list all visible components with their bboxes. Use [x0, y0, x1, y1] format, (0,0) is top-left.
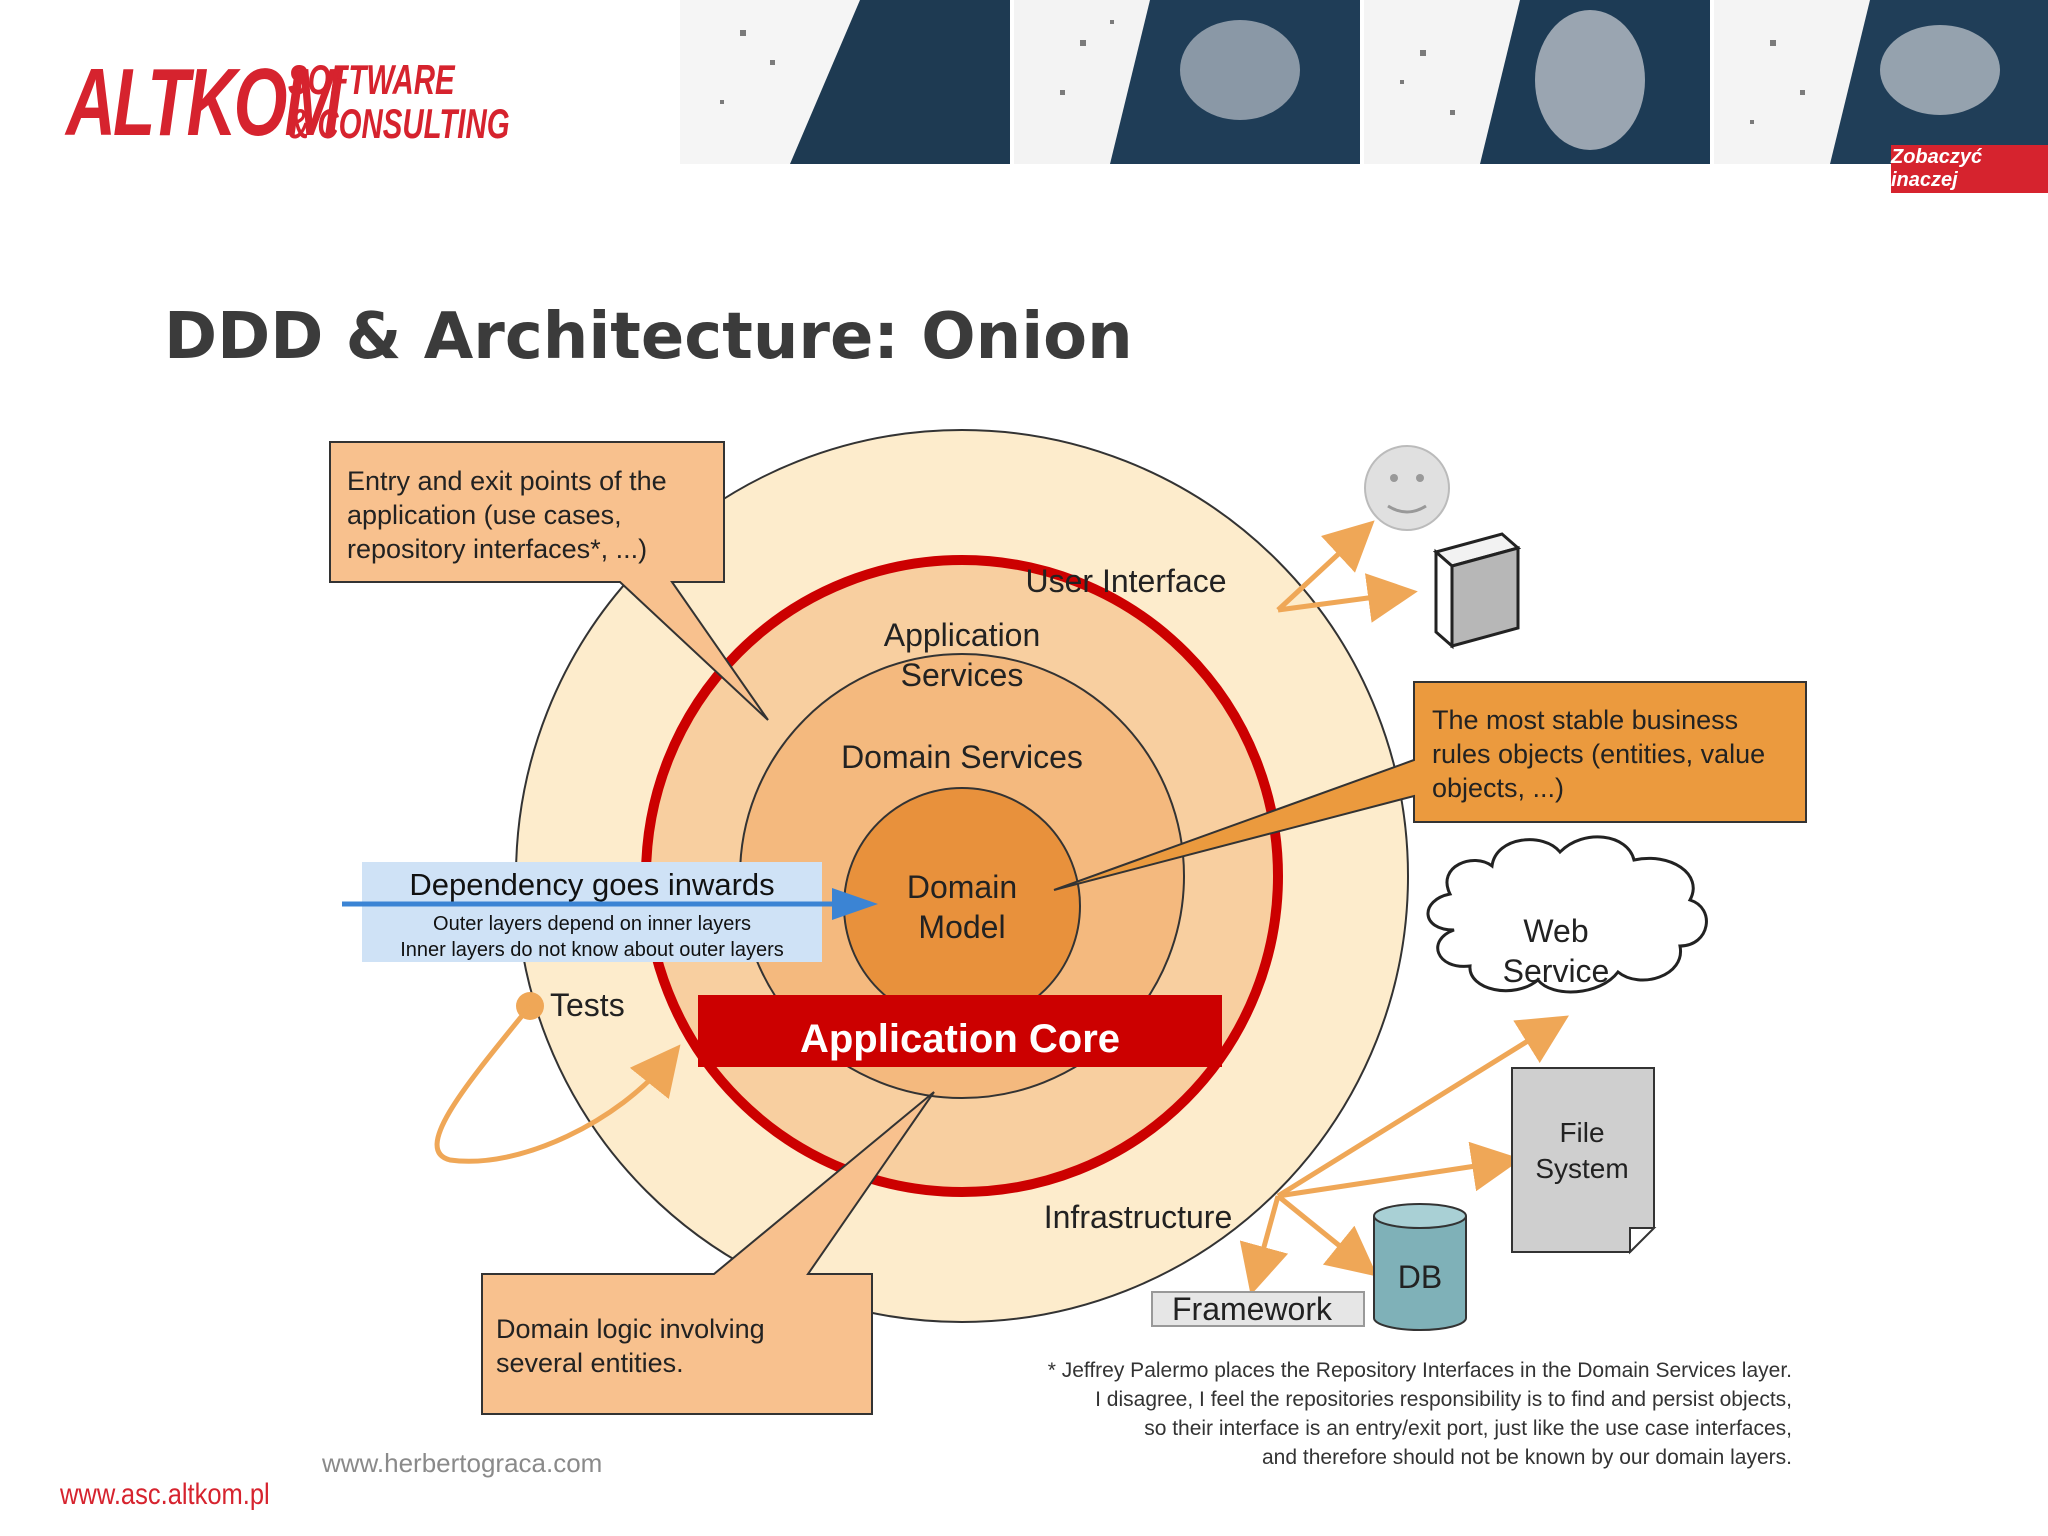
- footnote-line-4: and therefore should not be known by our…: [1262, 1446, 1792, 1469]
- infra-arrow-framework: [1239, 1195, 1289, 1296]
- callout-domain-logic: [481, 1091, 935, 1415]
- footer-url: www.asc.altkom.pl: [60, 1478, 270, 1511]
- callout-entry-line-3: repository interfaces*, ...): [347, 534, 647, 564]
- callout-entry-exit: [329, 441, 769, 721]
- infra-arrow-web-service: [1276, 1015, 1569, 1199]
- framework-label: Framework: [1172, 1291, 1333, 1327]
- page-title: DDD & Architecture: Onion: [164, 300, 1133, 374]
- domain-services-label: Domain Services: [841, 739, 1083, 775]
- application-services-label-2: Services: [901, 657, 1024, 693]
- file-system-label-1: File: [1559, 1117, 1604, 1148]
- banner-tile-4: [1714, 0, 2048, 164]
- slogan-badge: Zobaczyć inaczej: [1891, 145, 2048, 193]
- computer-icon: [1432, 532, 1522, 650]
- callout-entry-line-1: Entry and exit points of the: [347, 466, 667, 496]
- credit-url: www.herbertograca.com: [322, 1448, 603, 1478]
- footnote: * Jeffrey Palermo places the Repository …: [880, 1356, 1792, 1472]
- callout-domain-logic-line-1: Domain logic involving: [496, 1314, 765, 1344]
- framework-box: [1151, 1291, 1365, 1327]
- web-service-label-1: Web: [1523, 913, 1588, 949]
- infrastructure-label: Infrastructure: [1044, 1199, 1233, 1235]
- callout-stable-rules: [1053, 681, 1807, 891]
- footnote-line-3: so their interface is an entry/exit port…: [1144, 1417, 1792, 1440]
- domain-model-core: [843, 787, 1081, 1025]
- logo-brand: ALTKOM: [66, 49, 342, 156]
- ui-arrow-user: [1276, 520, 1375, 612]
- dependency-box: [362, 862, 822, 962]
- file-system-label-2: System: [1535, 1153, 1628, 1184]
- altkom-logo: ALTKOM SOFTWARE & CONSULTING: [66, 48, 510, 168]
- application-core-label: Application Core: [800, 1017, 1120, 1061]
- dependency-arrow-head: [832, 888, 878, 920]
- callout-stable-line-1: The most stable business: [1432, 705, 1738, 735]
- file-system-icon: [1511, 1067, 1657, 1255]
- banner-tile-3: [1364, 0, 1710, 164]
- callout-stable-line-2: rules objects (entities, value: [1432, 739, 1765, 769]
- dependency-line-1: Outer layers depend on inner layers: [433, 913, 751, 935]
- tests-label: Tests: [550, 987, 625, 1023]
- callout-entry-line-2: application (use cases,: [347, 500, 622, 530]
- dependency-title: Dependency goes inwards: [409, 867, 774, 902]
- infra-arrow-file-system: [1277, 1141, 1522, 1199]
- banner-tile-1: [680, 0, 1010, 164]
- logo-sub: SOFTWARE & CONSULTING: [288, 56, 510, 147]
- tests-arrow: [434, 1004, 681, 1164]
- db-label: DB: [1398, 1259, 1442, 1295]
- web-service-cloud-icon: [1426, 835, 1708, 994]
- database-icon: [1373, 1203, 1467, 1331]
- user-smiley-icon: [1364, 445, 1450, 531]
- web-service-label-2: Service: [1503, 953, 1610, 989]
- domain-model-label-2: Model: [918, 909, 1005, 945]
- callout-domain-logic-line-2: several entities.: [496, 1348, 684, 1378]
- banner-tile-2: [1014, 0, 1360, 164]
- ui-arrow-computer: [1277, 573, 1418, 623]
- domain-model-label-1: Domain: [907, 869, 1017, 905]
- user-interface-label: User Interface: [1026, 563, 1227, 599]
- application-core-bar: [698, 995, 1222, 1067]
- banner-images: [680, 0, 2048, 164]
- dependency-line-2: Inner layers do not know about outer lay…: [400, 939, 784, 961]
- infra-arrow-db: [1276, 1194, 1378, 1277]
- footnote-line-1: * Jeffrey Palermo places the Repository …: [1047, 1359, 1792, 1382]
- footnote-line-2: I disagree, I feel the repositories resp…: [1095, 1388, 1792, 1411]
- callout-stable-line-3: objects, ...): [1432, 773, 1564, 803]
- application-services-label-1: Application: [884, 617, 1041, 653]
